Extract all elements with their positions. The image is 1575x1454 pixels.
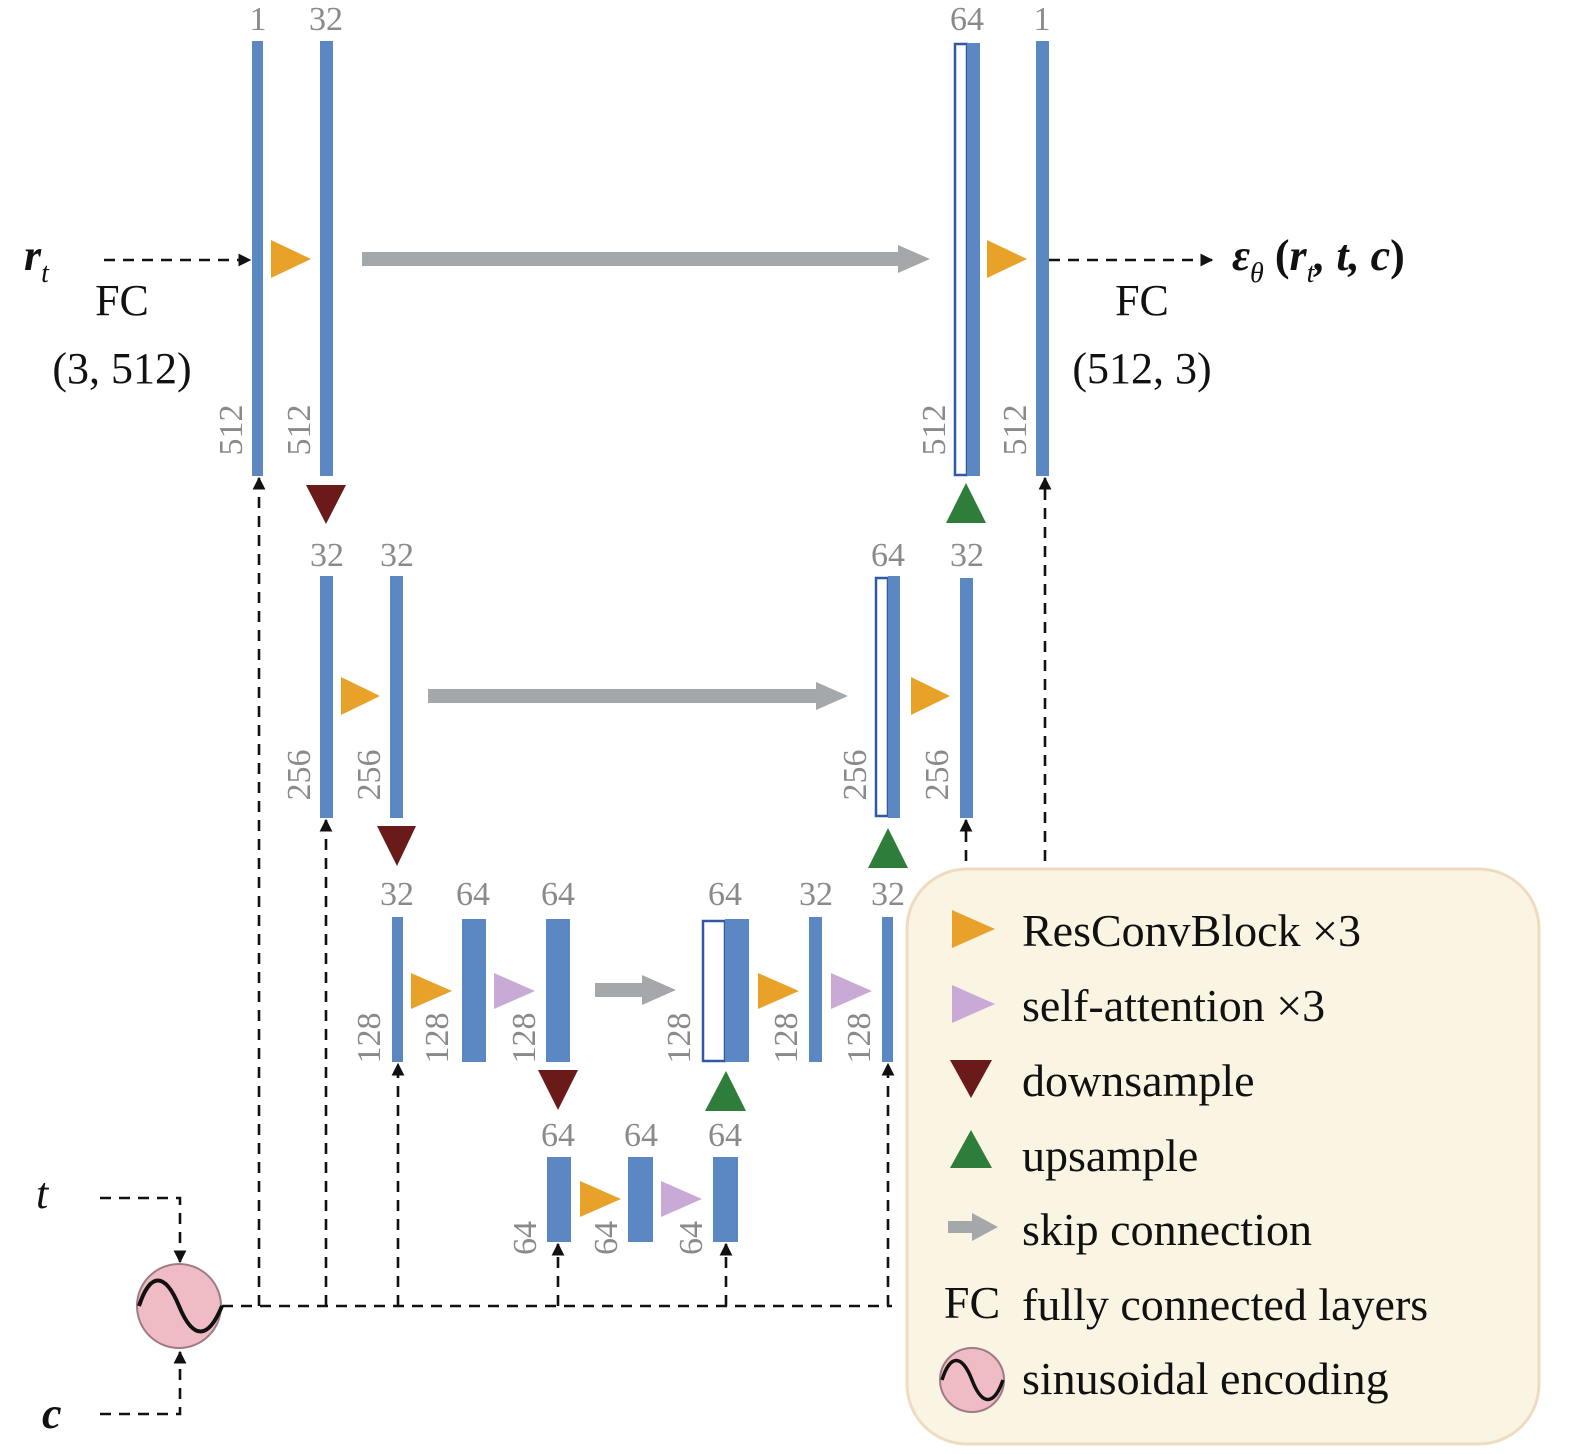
len-l2-out: 256 — [919, 750, 956, 801]
len-l1-out: 512 — [997, 405, 1034, 456]
bar-l3-b — [462, 919, 486, 1062]
len-l2-a: 256 — [281, 750, 318, 801]
resconv-markers — [271, 240, 1027, 1217]
legend-upsample: upsample — [950, 1130, 1198, 1181]
legend-sin: sinusoidal encoding — [939, 1347, 1389, 1413]
ch-l1-cat: 64 — [950, 1, 984, 38]
legend-resconv: ResConvBlock ×3 — [952, 905, 1361, 956]
fc-in-dims: (3, 512) — [52, 344, 191, 393]
upsample-markers — [705, 483, 986, 1111]
feature-bars — [252, 41, 1049, 1242]
input-c: c — [42, 1389, 62, 1438]
ch-l1-a: 32 — [309, 1, 343, 38]
legend-downsample-label: downsample — [1022, 1055, 1255, 1106]
fc-out-label: FC — [1115, 276, 1169, 325]
legend-skip-label: skip connection — [1022, 1204, 1312, 1255]
ch-l3-d: 32 — [799, 876, 833, 913]
len-l1-in: 512 — [213, 405, 250, 456]
skip-arrow-level3 — [595, 975, 676, 1005]
legend: ResConvBlock ×3 self-attention ×3 downsa… — [905, 867, 1541, 1446]
len-l4-b: 64 — [588, 1221, 625, 1255]
ch-l3-e: 32 — [871, 876, 905, 913]
ch-l3-a: 32 — [380, 876, 414, 913]
bar-l1-in — [252, 41, 263, 476]
len-l4-a: 64 — [507, 1221, 544, 1255]
bar-l3-cat — [725, 919, 749, 1062]
bar-l3-c — [546, 919, 570, 1062]
skip-legend-icon — [948, 1213, 998, 1241]
ch-l2-a: 32 — [310, 537, 344, 574]
sinusoid-legend-icon — [939, 1347, 1005, 1413]
bar-l3-cat-skip — [701, 919, 727, 1063]
legend-fc-abbr: FC — [944, 1277, 1000, 1328]
ch-l3-c: 64 — [541, 876, 575, 913]
legend-downsample: downsample — [950, 1055, 1255, 1106]
length-labels: 512 512 512 512 256 256 256 256 128 128 … — [213, 405, 1034, 1256]
len-l1-cat: 512 — [916, 405, 953, 456]
attention-markers — [494, 973, 872, 1217]
len-l3-a: 128 — [351, 1013, 388, 1064]
bar-l3-a — [392, 917, 403, 1062]
fc-labels: FC (3, 512) FC (512, 3) — [52, 276, 1211, 393]
bar-l4-b — [628, 1157, 653, 1242]
sinusoidal-encoding-node — [136, 1263, 224, 1349]
len-l4-c: 64 — [673, 1221, 710, 1255]
legend-attention-label: self-attention ×3 — [1022, 980, 1325, 1031]
input-r-t: rt — [24, 231, 50, 289]
ch-l4-c: 64 — [708, 1117, 742, 1154]
legend-attention: self-attention ×3 — [952, 980, 1325, 1031]
bar-l1-cat-skip — [953, 42, 969, 477]
fc-out-dims: (512, 3) — [1072, 344, 1211, 393]
legend-skip: skip connection — [948, 1204, 1312, 1255]
legend-sin-label: sinusoidal encoding — [1022, 1353, 1389, 1404]
output-eps: εθ (rt, t, c) — [1232, 231, 1405, 289]
legend-upsample-label: upsample — [1022, 1130, 1198, 1181]
attention-legend-icon — [952, 985, 995, 1023]
bar-l1-cat — [967, 43, 980, 476]
ch-l2-b: 32 — [380, 537, 414, 574]
downsample-markers — [306, 485, 578, 1110]
upsample-legend-icon — [950, 1130, 992, 1168]
len-l2-cat: 256 — [837, 750, 874, 801]
skip-arrows — [362, 245, 930, 1005]
ch-l1-out: 1 — [1034, 1, 1051, 38]
ch-l4-b: 64 — [624, 1117, 658, 1154]
skip-arrow-level2 — [428, 682, 848, 710]
bar-l2-b — [390, 576, 403, 818]
ch-l3-cat: 64 — [708, 876, 742, 913]
bar-l1-out — [1036, 41, 1049, 476]
ch-l2-cat: 64 — [871, 537, 905, 574]
len-l3-e: 128 — [841, 1013, 878, 1064]
bar-l4-c — [713, 1157, 738, 1242]
len-l1-a: 512 — [281, 405, 318, 456]
len-l3-d: 128 — [768, 1013, 805, 1064]
conditioning-lines — [100, 253, 1214, 1416]
resconv-legend-icon — [952, 910, 995, 948]
bar-l2-cat-skip — [874, 576, 890, 818]
bar-l2-cat — [888, 576, 900, 818]
fc-in-label: FC — [95, 276, 149, 325]
ch-l1-in: 1 — [250, 1, 267, 38]
ch-l4-a: 64 — [541, 1117, 575, 1154]
skip-arrow-level1 — [362, 245, 930, 273]
bar-l3-d — [809, 917, 822, 1062]
legend-resconv-label: ResConvBlock ×3 — [1022, 905, 1361, 956]
len-l3-cat: 128 — [661, 1013, 698, 1064]
bar-l2-a — [320, 576, 333, 818]
ch-l2-out: 32 — [950, 537, 984, 574]
ch-l3-b: 64 — [456, 876, 490, 913]
legend-fc: FC fully connected layers — [944, 1277, 1428, 1330]
len-l2-b: 256 — [351, 750, 388, 801]
bar-l4-a — [547, 1157, 571, 1242]
len-l3-b: 128 — [419, 1013, 456, 1064]
len-l3-c: 128 — [506, 1013, 543, 1064]
input-t: t — [36, 1169, 50, 1218]
legend-fc-label: fully connected layers — [1022, 1279, 1428, 1330]
bar-l1-a — [320, 41, 333, 476]
bar-l3-e — [882, 917, 893, 1062]
downsample-legend-icon — [950, 1060, 992, 1098]
bar-l2-out — [960, 578, 973, 818]
channel-labels: 1 32 64 1 32 32 64 32 32 64 64 64 32 32 … — [250, 1, 1051, 1154]
